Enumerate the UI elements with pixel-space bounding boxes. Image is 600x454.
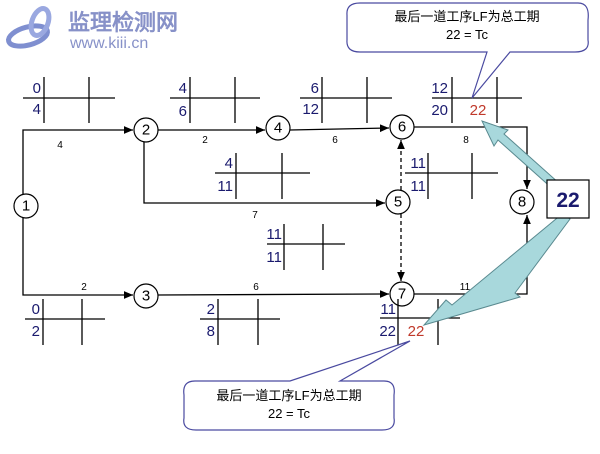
edge-1-2 [22,126,133,194]
svg-text:8: 8 [518,194,526,211]
duration-2-4: 2 [202,135,208,146]
svg-text:11: 11 [217,178,233,195]
svg-text:1: 1 [22,198,30,215]
node-8: 8 [509,189,535,215]
svg-text:12: 12 [302,101,319,118]
svg-text:6: 6 [398,119,406,136]
duration-3-7: 6 [253,282,259,293]
svg-text:11: 11 [266,249,282,266]
svg-text:22: 22 [379,323,396,340]
lf-highlight-bottom: 22 [408,323,425,340]
svg-text:11: 11 [410,155,426,172]
callout-top: 最后一道工序LF为总工期 22 = Tc [346,2,589,99]
lf-highlight-top: 22 [470,102,487,119]
node-6: 6 [389,114,415,140]
svg-text:2: 2 [207,301,215,318]
node-5: 5 [385,189,411,215]
grid-4-6: 612 [300,77,392,123]
total-duration-box: 22 [546,179,590,219]
logo-url: www.kiii.cn [69,35,148,52]
node-4: 4 [265,115,291,141]
logo-title: 监理检测网 [68,10,178,35]
node-7: 7 [389,281,415,307]
svg-text:20: 20 [431,102,448,119]
callout-bottom: 最后一道工序LF为总工期 22 = Tc [183,340,411,431]
edge-6-8 [414,126,531,189]
grid-1-3: 02 [25,299,105,345]
svg-text:4: 4 [274,120,282,137]
svg-text:最后一道工序LF为总工期: 最后一道工序LF为总工期 [394,9,539,24]
logo: 监理检测网 www.kiii.cn [6,6,178,52]
svg-text:22 = Tc: 22 = Tc [446,27,489,42]
svg-text:22: 22 [556,189,579,212]
svg-text:0: 0 [33,80,41,97]
edge-7-8 [414,215,531,295]
duration-1-3: 2 [81,282,87,293]
svg-text:2: 2 [32,323,40,340]
svg-text:4: 4 [33,101,41,118]
edge-4-6 [289,124,390,133]
svg-text:4: 4 [179,80,187,97]
node-1: 1 [13,193,39,219]
svg-text:11: 11 [380,301,396,318]
edge-1-3 [22,218,133,299]
svg-text:2: 2 [142,122,150,139]
grid-2-4: 46 [170,77,260,123]
node-3: 3 [133,283,159,309]
grid-7-8: 11 22 22 [379,299,460,345]
duration-1-2: 4 [57,140,63,151]
node-2: 2 [133,117,159,143]
edges [22,124,531,299]
svg-text:11: 11 [410,178,426,195]
duration-7-8: 11 [460,282,471,293]
grid-6-8: 12 20 22 [431,77,522,123]
svg-text:8: 8 [207,323,215,340]
edge-3-7 [157,290,390,298]
edge-2-5 [143,142,385,207]
svg-text:11: 11 [266,226,282,243]
svg-text:6: 6 [179,103,187,120]
pointer-arrow-top [481,120,561,191]
svg-text:7: 7 [398,286,406,303]
svg-text:最后一道工序LF为总工期: 最后一道工序LF为总工期 [216,388,361,403]
svg-text:4: 4 [225,155,233,172]
duration-4-6: 6 [332,135,338,146]
duration-6-8: 8 [463,135,469,146]
svg-text:12: 12 [431,80,448,97]
duration-2-5: 7 [252,210,258,221]
svg-text:6: 6 [311,80,319,97]
logo-rings-icon [6,6,52,49]
grid-1-2: 04 [23,77,115,123]
svg-text:5: 5 [394,194,402,211]
grid-3-7: 28 [200,299,280,345]
grid-2-5: 411 [215,153,310,199]
svg-text:3: 3 [142,288,150,305]
svg-text:0: 0 [32,301,40,318]
pointer-arrow-bottom [422,213,571,326]
svg-text:22 = Tc: 22 = Tc [268,406,311,421]
